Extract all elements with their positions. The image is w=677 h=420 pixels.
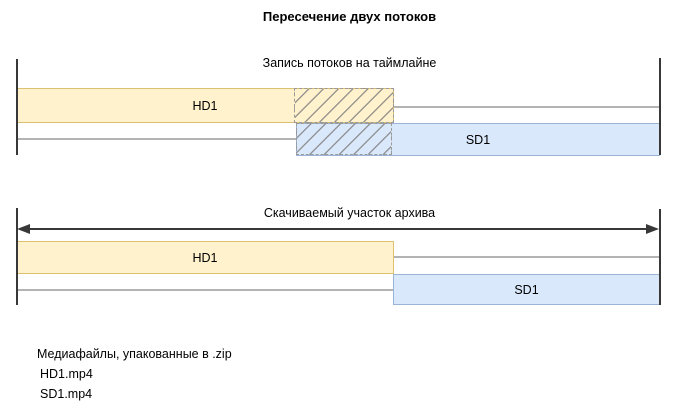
zip-files-heading: Медиафайлы, упакованные в .zip <box>37 347 232 361</box>
hd1-bar-download: HD1 <box>16 241 394 274</box>
overlap-hatch-sd1 <box>296 123 392 155</box>
overlap-hatch-hd1 <box>294 88 394 123</box>
sd1-track-line-download <box>18 289 659 291</box>
sd1-bar-label: SD1 <box>465 132 491 147</box>
zip-files-block: Медиафайлы, упакованные в .zip HD1.mp4 S… <box>37 344 232 404</box>
sd1-bar-download: SD1 <box>393 274 660 305</box>
record-timeline-start-line <box>16 59 18 155</box>
download-timeline-caption: Скачиваемый участок архива <box>263 206 436 220</box>
hd1-bar-label: HD1 <box>192 98 218 113</box>
zip-file-item: SD1.mp4 <box>40 387 93 401</box>
arrowhead-right-icon <box>646 224 659 234</box>
record-timeline-end-line <box>659 58 661 155</box>
download-timeline-end-line <box>659 209 661 305</box>
download-range-arrow <box>26 228 652 230</box>
download-timeline-start-line <box>16 208 18 305</box>
hd1-bar-label: HD1 <box>192 250 218 265</box>
diagram-title: Пересечение двух потоков <box>262 9 437 24</box>
zip-file-item: HD1.mp4 <box>40 367 93 381</box>
sd1-bar-label: SD1 <box>514 282 539 297</box>
record-timeline-caption: Запись потоков на таймлайне <box>262 56 437 70</box>
arrowhead-left-icon <box>17 224 30 234</box>
